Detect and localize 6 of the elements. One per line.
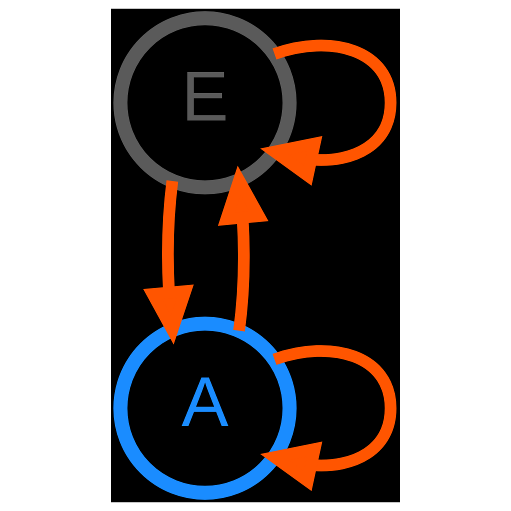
arrow bbox=[260, 345, 396, 492]
arrow bbox=[143, 180, 194, 345]
node-circle: E bbox=[113, 11, 297, 194]
node-circle: A bbox=[113, 316, 297, 500]
arrow bbox=[260, 40, 396, 186]
arrow bbox=[218, 166, 268, 332]
